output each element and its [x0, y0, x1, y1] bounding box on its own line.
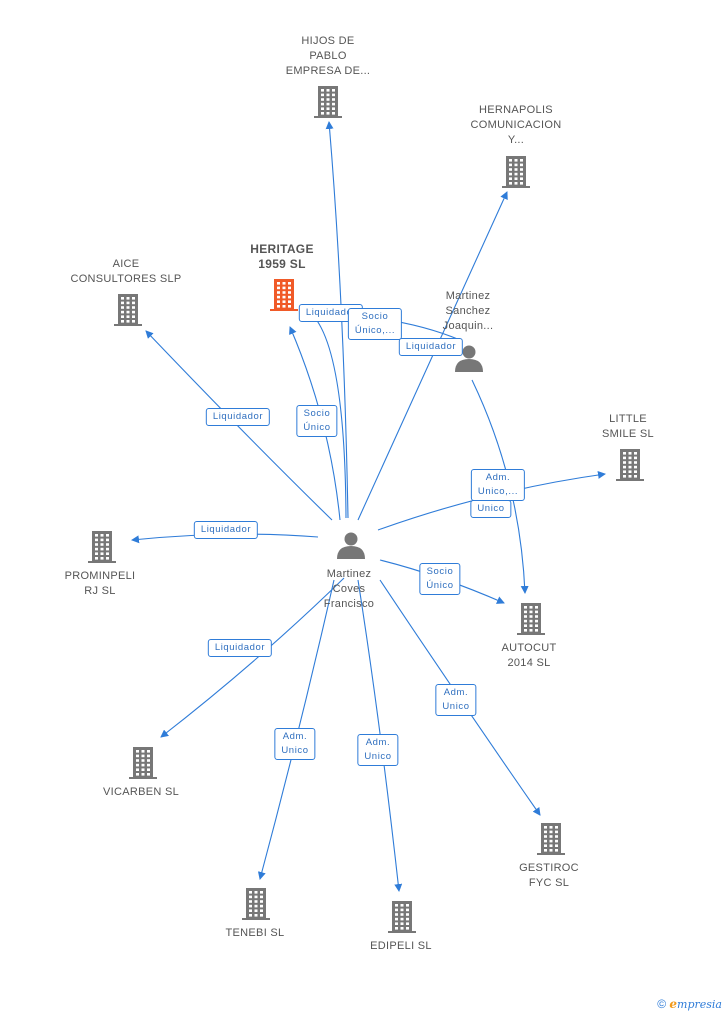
building-icon-little[interactable] — [616, 449, 644, 481]
edge-coves-aice — [145, 330, 333, 521]
edge-label-sanchez-autocut: Adm. Unico,... — [470, 469, 526, 501]
node-label-tenebi[interactable]: TENEBI SL — [225, 927, 285, 939]
icons-layer — [88, 86, 644, 933]
node-label-hijos[interactable]: HIJOS DE PABLO EMPRESA DE... — [285, 35, 371, 77]
brand-rest: mpresia — [677, 998, 722, 1011]
copyright-icon: © — [657, 997, 667, 1011]
building-icon-hijos[interactable] — [314, 86, 342, 118]
building-icon-prominpeli[interactable] — [88, 531, 116, 563]
edge-label-coves-autocut: Socio Único — [419, 563, 461, 595]
edge-label-coves-little: Unico — [470, 500, 512, 518]
building-icon-hernapolis[interactable] — [502, 156, 530, 188]
node-label-aice[interactable]: AICE CONSULTORES SLP — [70, 258, 182, 285]
edge-label-coves-aice: Liquidador — [205, 408, 271, 426]
brand-first-letter: e — [669, 997, 678, 1011]
building-icon-aice[interactable] — [114, 294, 142, 326]
edge-label-coves-prominpeli: Liquidador — [193, 521, 259, 539]
edge-coves-vicarben — [160, 577, 345, 738]
building-icon-tenebi[interactable] — [242, 888, 270, 920]
edge-label-coves-heritage: Socio Único — [296, 405, 338, 437]
edge-sanchez-hernapolis — [357, 191, 508, 521]
node-label-autocut[interactable]: AUTOCUT 2014 SL — [501, 642, 557, 669]
node-label-prominpeli[interactable]: PROMINPELI RJ SL — [64, 570, 136, 597]
edge-label-sanchez-hernapolis: Liquidador — [398, 338, 464, 356]
edge-label-sanchez-heritage: Socio Único,... — [347, 308, 403, 340]
edge-label-coves-vicarben: Liquidador — [207, 639, 273, 657]
building-icon-gestiroc[interactable] — [537, 823, 565, 855]
edge-coves-edipeli — [357, 579, 403, 892]
node-label-sanchez[interactable]: Martinez Sanchez Joaquin... — [442, 290, 494, 332]
empresia-logo: © empresia — [657, 997, 722, 1011]
person-icon-sanchez[interactable] — [455, 345, 483, 373]
person-icon-coves[interactable] — [337, 532, 365, 560]
edges-layer — [131, 121, 606, 892]
building-icon-heritage[interactable] — [270, 279, 298, 311]
node-label-gestiroc[interactable]: GESTIROC FYC SL — [519, 862, 579, 889]
building-icon-autocut[interactable] — [517, 603, 545, 635]
node-label-coves[interactable]: Martinez Coves Francisco — [323, 568, 375, 610]
building-icon-vicarben[interactable] — [129, 747, 157, 779]
edge-label-coves-gestiroc: Adm. Unico — [435, 684, 477, 716]
node-label-heritage[interactable]: HERITAGE 1959 SL — [250, 242, 314, 271]
node-label-little[interactable]: LITTLE SMILE SL — [602, 413, 654, 440]
building-icon-edipeli[interactable] — [388, 901, 416, 933]
node-label-vicarben[interactable]: VICARBEN SL — [102, 786, 180, 798]
node-label-edipeli[interactable]: EDIPELI SL — [370, 940, 432, 952]
edge-label-coves-edipeli: Adm. Unico — [357, 734, 399, 766]
edge-label-coves-heritage: Liquidador — [298, 304, 364, 322]
edge-label-coves-tenebi: Adm. Unico — [274, 728, 316, 760]
node-label-hernapolis[interactable]: HERNAPOLIS COMUNICACION Y... — [470, 104, 562, 146]
